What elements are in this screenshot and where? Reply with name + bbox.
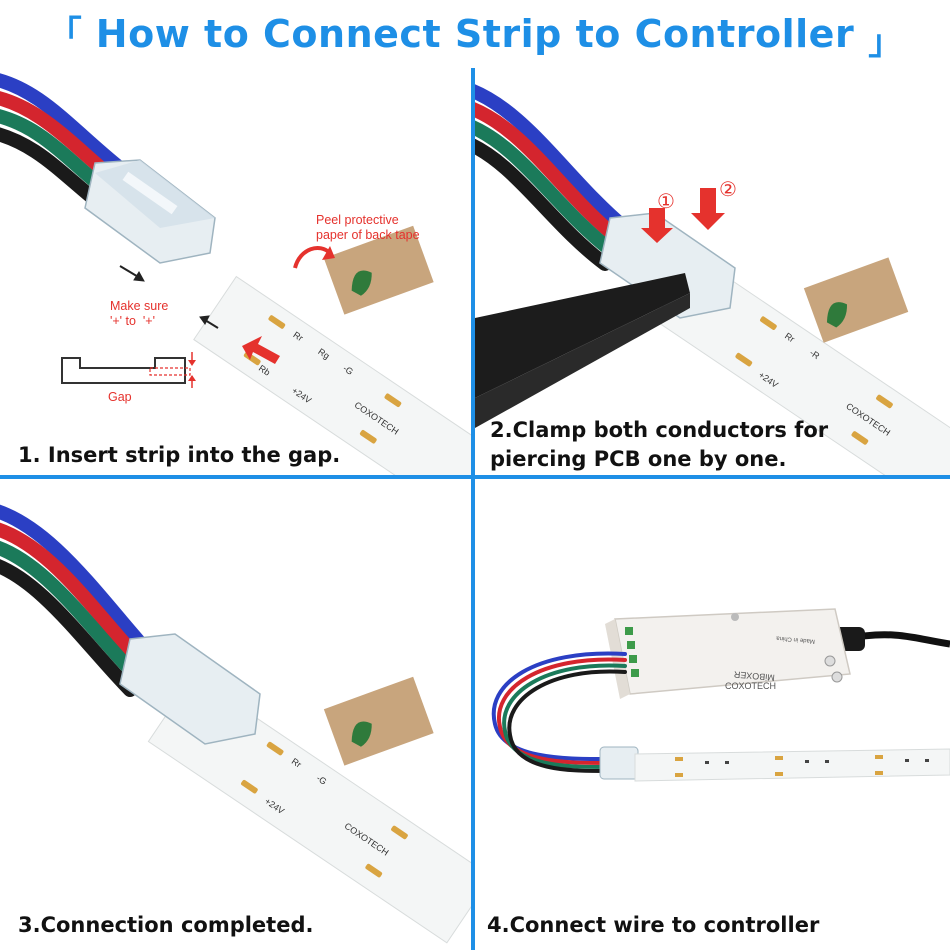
clip-connector bbox=[119, 633, 261, 745]
led-strip bbox=[634, 748, 950, 782]
rgb-wires bbox=[0, 504, 157, 697]
step-2-panel: Rr -R +24V COXOTECH ① ② 2.Clamp both c bbox=[475, 68, 950, 475]
controller-maker: COXOTECH bbox=[725, 681, 776, 691]
step-3-panel: Rr -G +24V COXOTECH 3.Connection complet… bbox=[0, 479, 471, 950]
back-tape bbox=[323, 225, 434, 315]
gap-diagram bbox=[61, 352, 196, 388]
push-arrow-icon bbox=[242, 336, 280, 364]
clamp-arrow-1-icon bbox=[641, 208, 673, 243]
strip-label-rr: Rr bbox=[291, 330, 304, 344]
controller-brand: MiBOXER bbox=[733, 669, 775, 683]
step-2-caption-line2: piercing PCB one by one. bbox=[490, 447, 787, 471]
horizontal-divider bbox=[0, 475, 950, 479]
led-strip: Rr -G +24V COXOTECH bbox=[147, 674, 471, 944]
step-4-panel: MiBOXER COXOTECH Made in China bbox=[475, 479, 950, 950]
vertical-divider bbox=[471, 68, 475, 950]
step-1-illustration: Rr Rg -G Rb +24V COXOTECH bbox=[0, 73, 471, 475]
page-title: 「 How to Connect Strip to Controller 」 bbox=[0, 0, 950, 68]
make-sure-label: Make sure '+' to '+' bbox=[110, 299, 169, 328]
step-4-illustration: MiBOXER COXOTECH Made in China bbox=[491, 608, 950, 782]
clip-connector bbox=[84, 159, 216, 264]
pliers-icon bbox=[475, 273, 690, 428]
step-3-illustration: Rr -G +24V COXOTECH bbox=[0, 504, 471, 944]
back-tape bbox=[323, 676, 434, 766]
controller-box: MiBOXER COXOTECH Made in China bbox=[605, 608, 851, 699]
insert-arrow-icon bbox=[119, 265, 145, 282]
strip-label-rr: Rr bbox=[290, 756, 303, 770]
strip-label-g: -G bbox=[315, 773, 329, 787]
strip-label-g: -G bbox=[341, 363, 355, 377]
step-2-caption-line1: 2.Clamp both conductors for bbox=[490, 418, 829, 442]
strip-label-rr: Rr bbox=[783, 331, 796, 345]
led-strip: Rr -R +24V COXOTECH bbox=[651, 254, 950, 475]
controller-made: Made in China bbox=[775, 634, 815, 643]
step-1-panel: Rr Rg -G Rb +24V COXOTECH bbox=[0, 68, 471, 475]
rgb-wires bbox=[491, 651, 627, 773]
align-arrow-icon bbox=[199, 315, 219, 329]
rgb-wires bbox=[475, 84, 632, 271]
step-3-caption: 3.Connection completed. bbox=[18, 913, 314, 937]
title-text: How to Connect Strip to Controller bbox=[95, 12, 855, 56]
clamp-arrow-2-icon bbox=[691, 188, 725, 230]
back-tape bbox=[803, 257, 909, 343]
title-bracket-left: 「 bbox=[47, 14, 82, 54]
clip-connector bbox=[599, 746, 639, 780]
peel-arrow-icon bbox=[293, 246, 335, 269]
step-2-illustration: Rr -R +24V COXOTECH ① ② bbox=[475, 84, 950, 475]
step-4-caption: 4.Connect wire to controller bbox=[487, 913, 820, 937]
marker-1: ① bbox=[657, 189, 675, 213]
title-bracket-right: 」 bbox=[868, 23, 903, 63]
led-strip: Rr Rg -G Rb +24V COXOTECH bbox=[193, 275, 471, 475]
peel-label: Peel protective paper of back tape bbox=[316, 213, 420, 242]
step-1-caption: 1. Insert strip into the gap. bbox=[18, 443, 341, 467]
marker-2: ② bbox=[719, 177, 737, 201]
gap-label: Gap bbox=[108, 390, 132, 404]
